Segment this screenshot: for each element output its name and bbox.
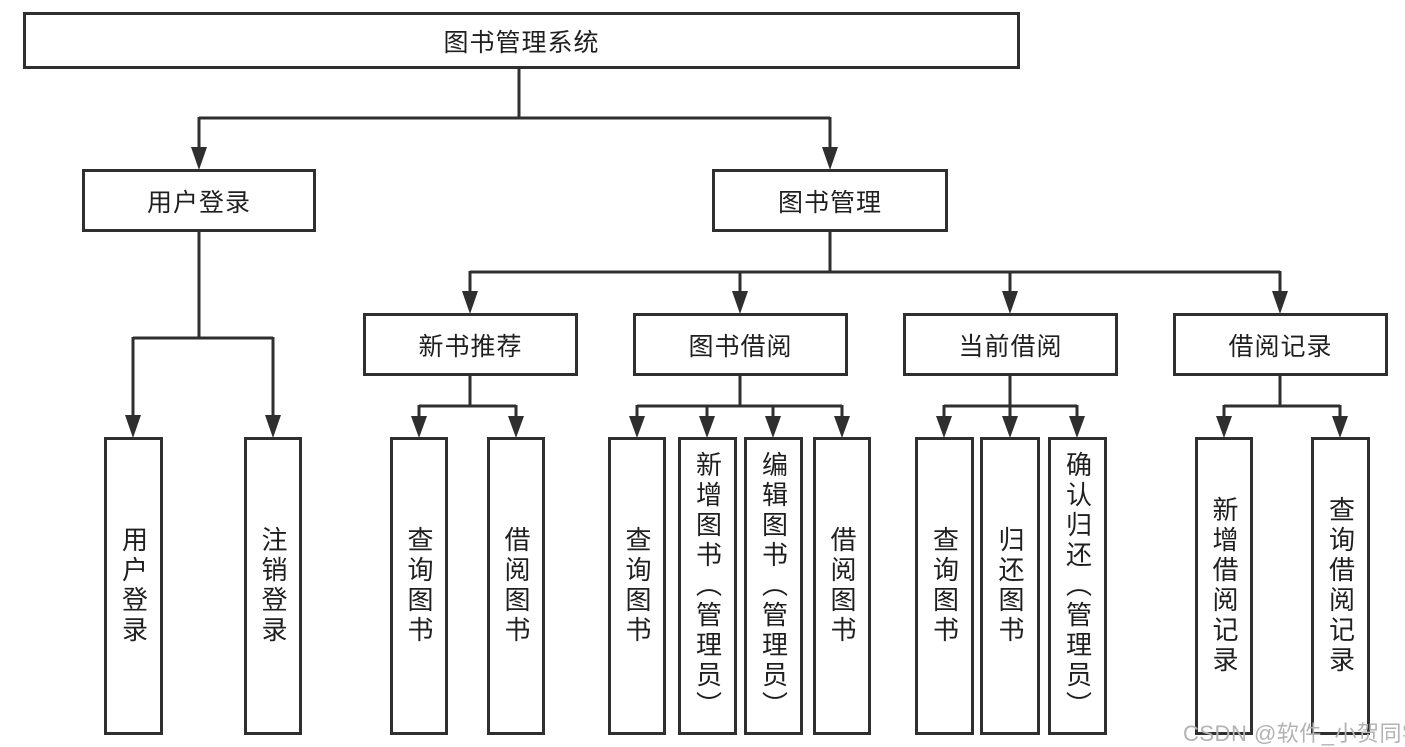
leaf-query-books-recommend: 查询图书: [390, 437, 448, 735]
arrow-down-icon: [732, 291, 748, 314]
leaf-query-books-borrow: 查询图书: [608, 437, 666, 735]
leaf-label: 借阅图书: [827, 526, 857, 646]
arrow-down-icon: [265, 415, 281, 438]
leaf-label: 新增借阅记录: [1209, 496, 1239, 676]
leaf-confirm-return-admin: 确认归还（管理员）: [1048, 437, 1107, 735]
arrow-down-icon: [1332, 416, 1348, 438]
arrow-down-icon: [1002, 291, 1018, 314]
node-current-borrow: 当前借阅: [903, 313, 1118, 376]
connector-borrow-records-to-leaves: [1216, 375, 1348, 438]
arrow-down-icon: [411, 416, 427, 438]
leaf-query-books-current: 查询图书: [915, 437, 974, 735]
arrow-down-icon: [1272, 291, 1288, 314]
arrow-down-icon: [1002, 416, 1018, 438]
arrow-down-icon: [125, 415, 141, 438]
node-root: 图书管理系统: [23, 12, 1020, 69]
leaf-label: 用户登录: [118, 526, 149, 646]
leaf-label: 新增图书（管理员）: [692, 451, 723, 721]
node-user-login: 用户登录: [82, 169, 316, 232]
leaf-user-login: 用户登录: [104, 437, 163, 735]
leaf-label: 归还图书: [995, 526, 1025, 646]
arrow-down-icon: [936, 416, 952, 438]
connector-new-book-recommend-to-leaves: [411, 375, 524, 438]
connector-book-borrow-to-leaves: [629, 375, 850, 438]
arrow-down-icon: [834, 416, 850, 438]
leaf-label: 借阅图书: [501, 526, 531, 646]
leaf-label: 确认归还（管理员）: [1062, 451, 1093, 721]
leaf-label: 查询图书: [929, 526, 960, 646]
leaf-borrow-books: 借阅图书: [813, 437, 871, 735]
connector-current-borrow-to-leaves: [936, 375, 1085, 438]
arrow-down-icon: [1216, 416, 1232, 438]
leaf-return-books: 归还图书: [980, 437, 1040, 735]
arrow-down-icon: [699, 416, 715, 438]
node-new-book-recommend: 新书推荐: [363, 313, 578, 376]
leaf-label: 查询图书: [622, 526, 652, 646]
arrow-down-icon: [462, 291, 478, 314]
connector-user-login-to-leaves: [125, 231, 281, 438]
leaf-edit-books-admin: 编辑图书（管理员）: [744, 437, 803, 735]
leaf-add-borrow-record: 新增借阅记录: [1195, 437, 1253, 735]
node-book-borrow: 图书借阅: [633, 313, 848, 376]
arrow-down-icon: [191, 147, 207, 170]
leaf-borrow-books-recommend: 借阅图书: [487, 437, 545, 735]
leaf-add-books-admin: 新增图书（管理员）: [678, 437, 737, 735]
leaf-label: 编辑图书（管理员）: [758, 451, 789, 721]
arrow-down-icon: [765, 416, 781, 438]
node-borrow-records: 借阅记录: [1173, 313, 1388, 376]
connector-root-to-level2: [191, 68, 838, 170]
leaf-query-borrow-record: 查询借阅记录: [1311, 437, 1370, 735]
connector-book-management-to-level3: [462, 231, 1288, 314]
leaf-logout: 注销登录: [244, 437, 302, 735]
leaf-label: 查询图书: [404, 526, 434, 646]
arrow-down-icon: [1069, 416, 1085, 438]
arrow-down-icon: [629, 416, 645, 438]
leaf-label: 注销登录: [258, 526, 288, 646]
node-book-management: 图书管理: [712, 169, 948, 232]
arrow-down-icon: [822, 147, 838, 170]
leaf-label: 查询借阅记录: [1325, 496, 1356, 676]
csdn-watermark: CSDN @软件_小贺同学: [1183, 721, 1405, 746]
arrow-down-icon: [508, 416, 524, 438]
